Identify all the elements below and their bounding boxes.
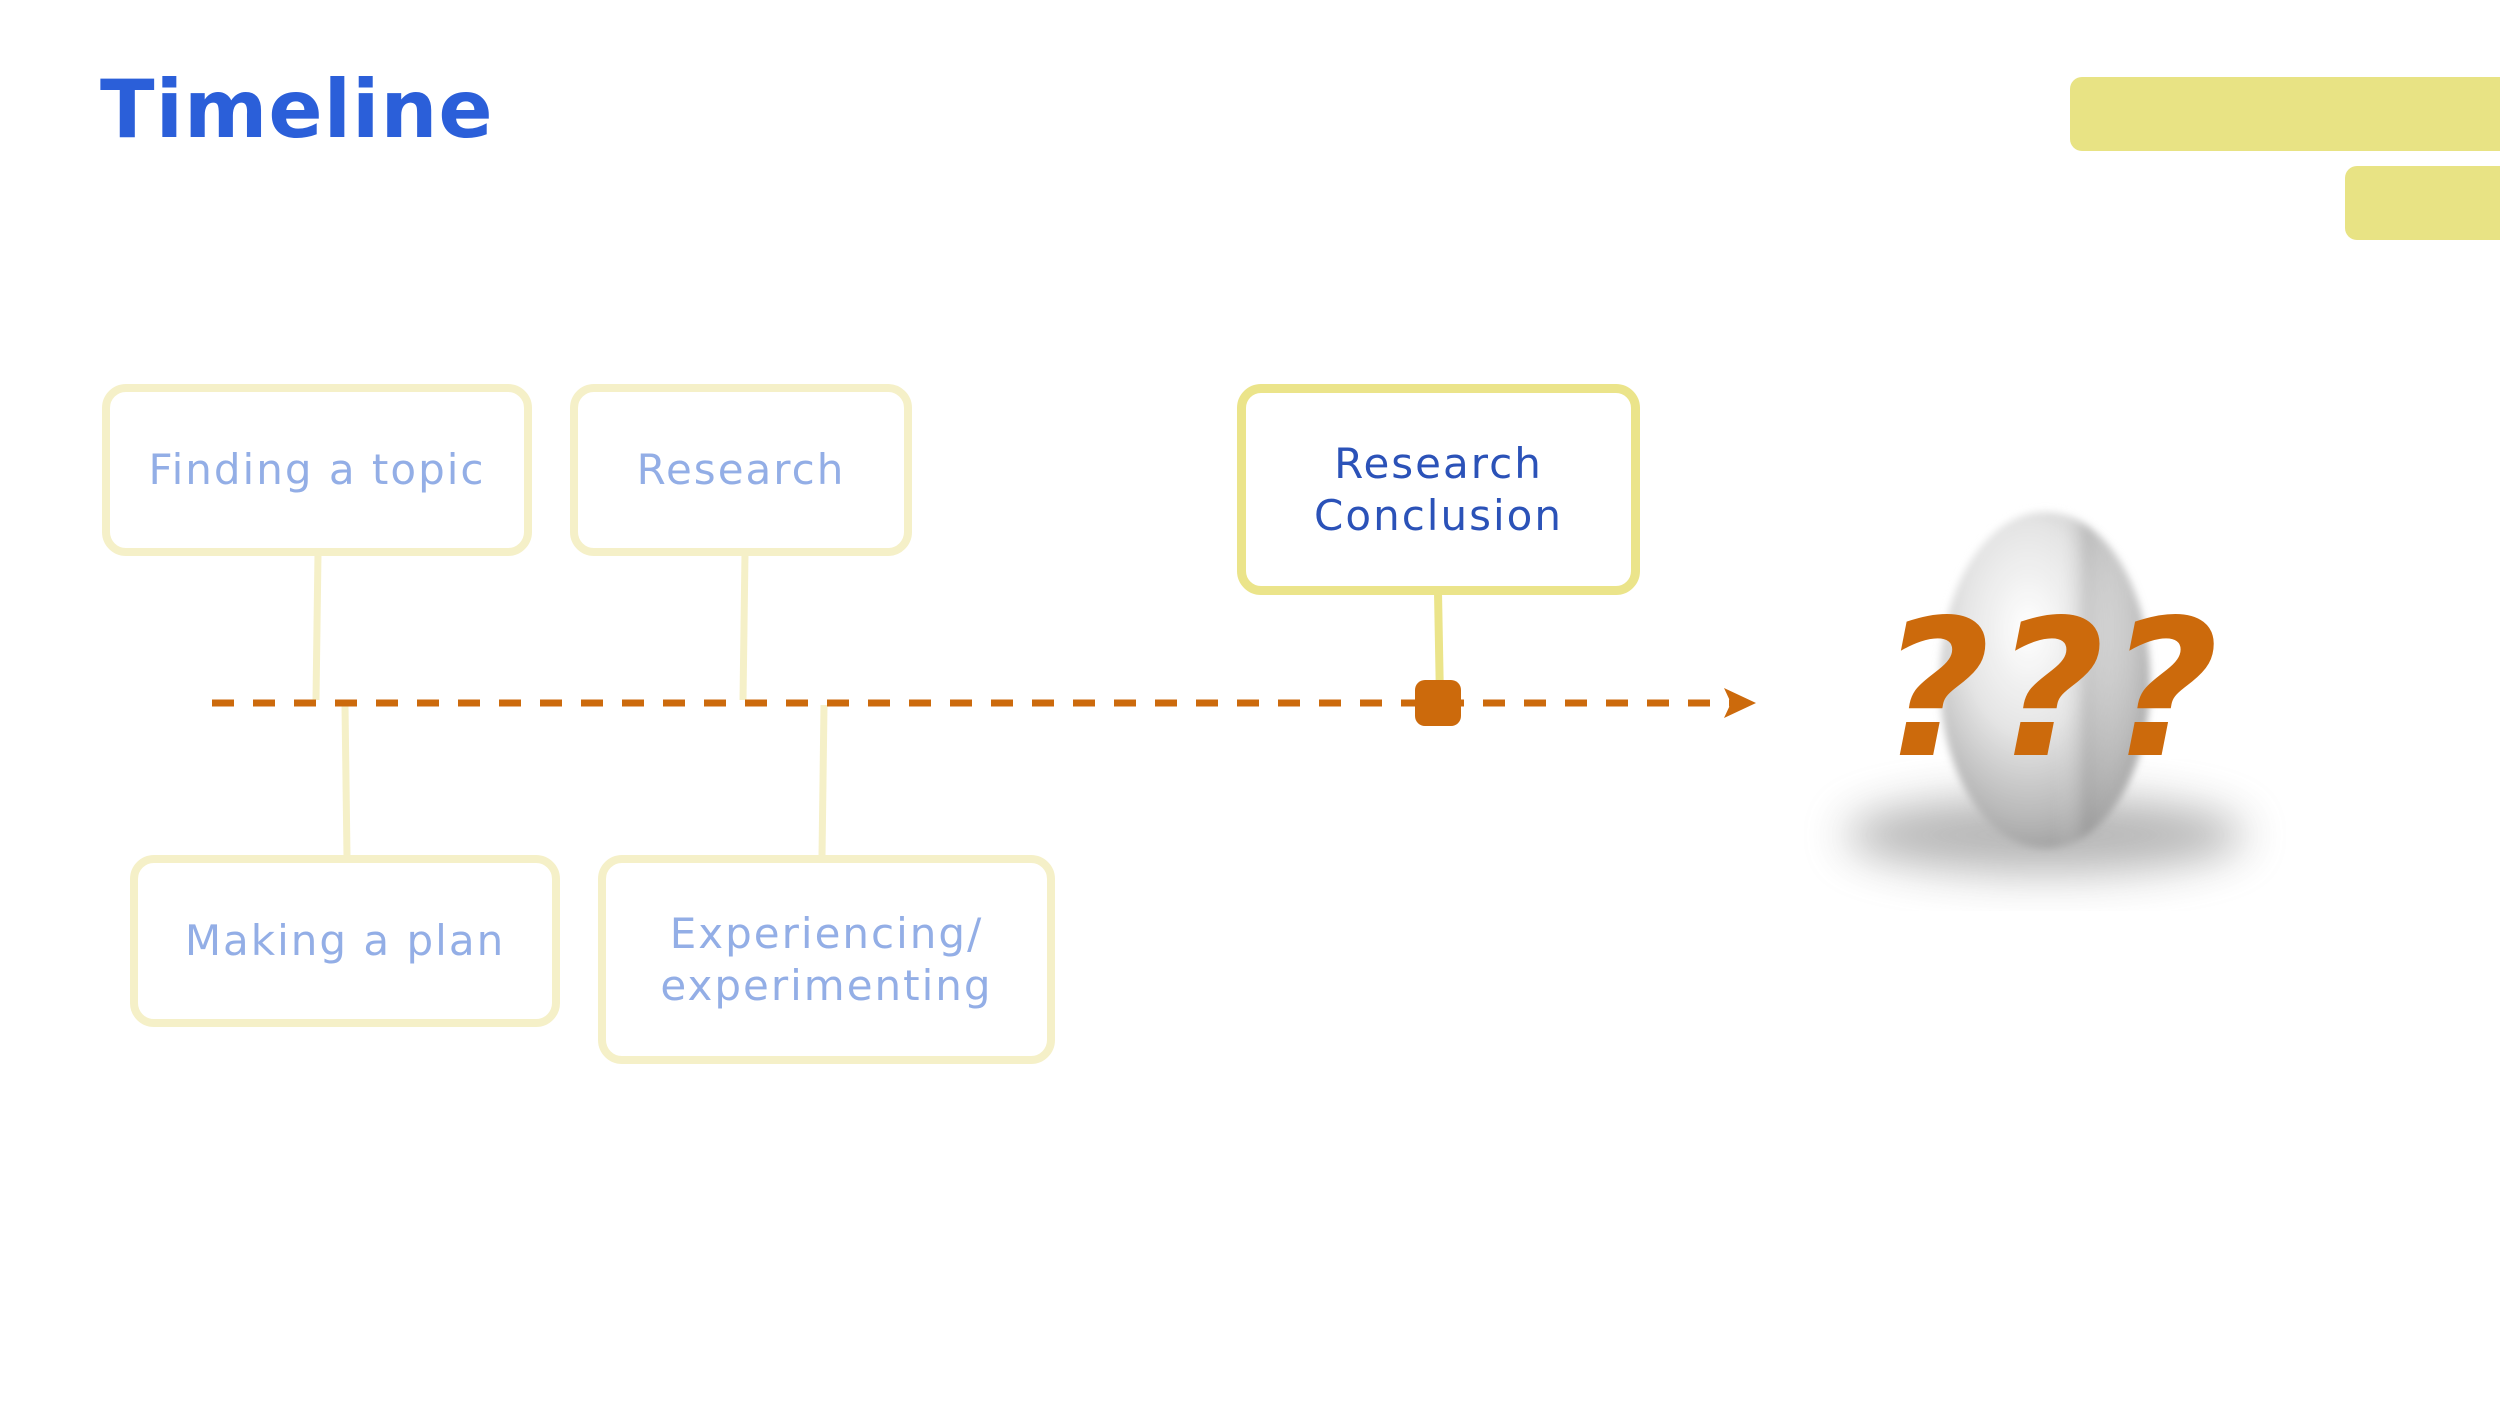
step-label: Research Conclusion xyxy=(1314,438,1563,542)
step-experiencing: Experiencing/ experimenting xyxy=(598,855,1055,1064)
timeline-arrowhead xyxy=(1724,688,1756,718)
step-research: Research xyxy=(570,384,912,556)
connector-making-plan xyxy=(345,705,347,857)
connector-experiencing xyxy=(822,705,824,857)
step-label: Finding a topic xyxy=(148,444,485,496)
step-label: Making a plan xyxy=(185,915,505,967)
connector-research xyxy=(743,553,745,700)
step-finding-topic: Finding a topic xyxy=(102,384,532,556)
connector-finding-topic xyxy=(316,553,318,700)
step-making-plan: Making a plan xyxy=(130,855,560,1027)
timeline-current-marker xyxy=(1415,680,1461,726)
step-label: Research xyxy=(637,444,846,496)
unknown-next-step: ??? xyxy=(1880,590,2223,790)
step-research-conclusion: Research Conclusion xyxy=(1237,384,1640,595)
step-label: Experiencing/ experimenting xyxy=(660,908,992,1012)
